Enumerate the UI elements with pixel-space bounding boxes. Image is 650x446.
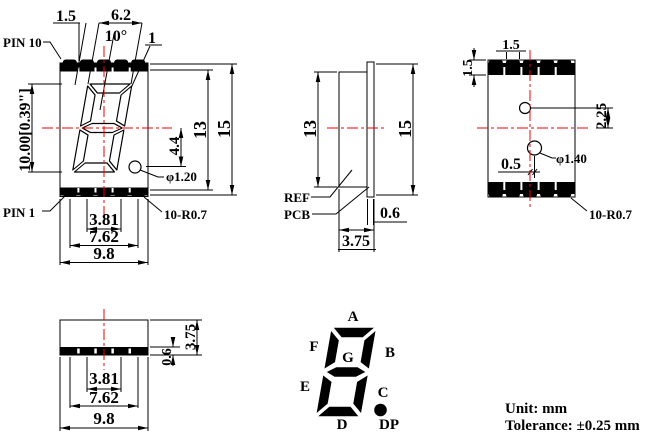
side-dim-15-label: 15 bbox=[395, 120, 415, 138]
back-dim-radius-label: 10-R0.7 bbox=[589, 207, 632, 222]
segment-a-label: A bbox=[348, 309, 359, 325]
front-dim-height-label: 10.00[0.39"] bbox=[17, 88, 34, 172]
side-dim-13-label: 13 bbox=[300, 120, 320, 138]
side-body bbox=[338, 71, 368, 188]
front-dim-dp-dia-label: φ1.20 bbox=[166, 169, 197, 184]
front-dim-15-label: 15 bbox=[214, 120, 234, 138]
back-hole-large bbox=[526, 140, 543, 156]
segment-e-label: E bbox=[300, 379, 310, 395]
tolerance-note: Tolerance: ±0.25 mm bbox=[505, 418, 640, 434]
side-ref-label: REF bbox=[284, 190, 310, 205]
front-dim-angle-label: 10° bbox=[105, 28, 127, 45]
side-dimension-lines bbox=[311, 63, 418, 252]
back-dim-hole-dia-label: φ1.40 bbox=[556, 151, 587, 166]
side-pcb-plate bbox=[366, 61, 375, 198]
segment-diagram: A F B G E C D DP bbox=[300, 309, 399, 433]
front-dim-1-5-label: 1.5 bbox=[56, 8, 76, 25]
segment-d bbox=[314, 405, 362, 418]
front-view: 1.5 6.2 10° 1 PIN 10 10.00[0.39"] 13 15 … bbox=[3, 7, 237, 265]
back-hole-small bbox=[518, 101, 532, 115]
side-pcb-label: PCB bbox=[284, 207, 310, 222]
top-dim-0-6-label: 0.6 bbox=[160, 348, 175, 366]
unit-note: Unit: mm bbox=[505, 401, 568, 417]
top-dim-3-75-label: 3.75 bbox=[183, 324, 199, 350]
top-dimension-lines bbox=[59, 319, 202, 431]
back-dim-2-25-label: 2.25 bbox=[594, 103, 610, 129]
front-dim-7-62-label: 7.62 bbox=[89, 227, 119, 246]
back-pin-strip-top bbox=[488, 59, 575, 75]
segment-e bbox=[314, 372, 334, 417]
segment-g bbox=[323, 365, 369, 379]
segment-b-label: B bbox=[385, 345, 395, 361]
segment-f-label: F bbox=[309, 339, 318, 355]
segment-dp-label: DP bbox=[379, 417, 399, 433]
segment-g-label: G bbox=[342, 350, 354, 366]
top-dim-7-62-label: 7.62 bbox=[89, 388, 119, 407]
front-dim-4-4-label: 4.4 bbox=[167, 136, 183, 155]
front-decimal-point-outline bbox=[128, 160, 142, 174]
back-dim-1-5-side-label: 1.5 bbox=[461, 59, 476, 77]
segment-b bbox=[358, 327, 378, 372]
back-view: 1.5 1.5 2.25 0.5 φ1.40 10-R0.7 bbox=[461, 38, 632, 222]
segment-digit bbox=[314, 326, 379, 418]
segment-a bbox=[330, 326, 379, 339]
front-dim-1-label: 1 bbox=[148, 30, 156, 47]
side-dim-0-6-label: 0.6 bbox=[380, 205, 400, 222]
segment-d-label: D bbox=[337, 417, 348, 433]
front-dim-13-label: 13 bbox=[190, 121, 210, 139]
side-dim-3-75-label: 3.75 bbox=[342, 233, 370, 250]
top-dim-3-81-label: 3.81 bbox=[89, 369, 119, 388]
notes: Unit: mm Tolerance: ±0.25 mm bbox=[505, 401, 640, 434]
front-digit-outline bbox=[72, 83, 133, 173]
back-pin-strip-bottom bbox=[488, 182, 575, 198]
segment-c-label: C bbox=[378, 385, 389, 401]
front-dim-3-81-label: 3.81 bbox=[89, 210, 119, 229]
front-dimension-lines bbox=[28, 20, 237, 265]
segment-c bbox=[351, 372, 370, 417]
segment-dp-dot bbox=[374, 403, 387, 417]
front-dim-radius-label: 10-R0.7 bbox=[164, 207, 207, 222]
back-dimension-lines bbox=[469, 48, 613, 212]
front-pin10-label: PIN 10 bbox=[3, 35, 42, 50]
front-dim-9-8-label: 9.8 bbox=[93, 244, 114, 263]
back-dim-0-5-label: 0.5 bbox=[501, 156, 521, 173]
segment-f bbox=[322, 327, 341, 372]
top-dim-9-8-label: 9.8 bbox=[93, 409, 114, 428]
top-view: 0.6 3.75 3.81 7.62 9.8 bbox=[59, 309, 202, 431]
back-dim-1-5-top-label: 1.5 bbox=[502, 38, 520, 53]
front-pin1-label: PIN 1 bbox=[3, 205, 35, 220]
front-dim-6-2-label: 6.2 bbox=[111, 7, 131, 24]
side-view: 13 15 REF PCB 0.6 3.75 bbox=[284, 61, 418, 252]
